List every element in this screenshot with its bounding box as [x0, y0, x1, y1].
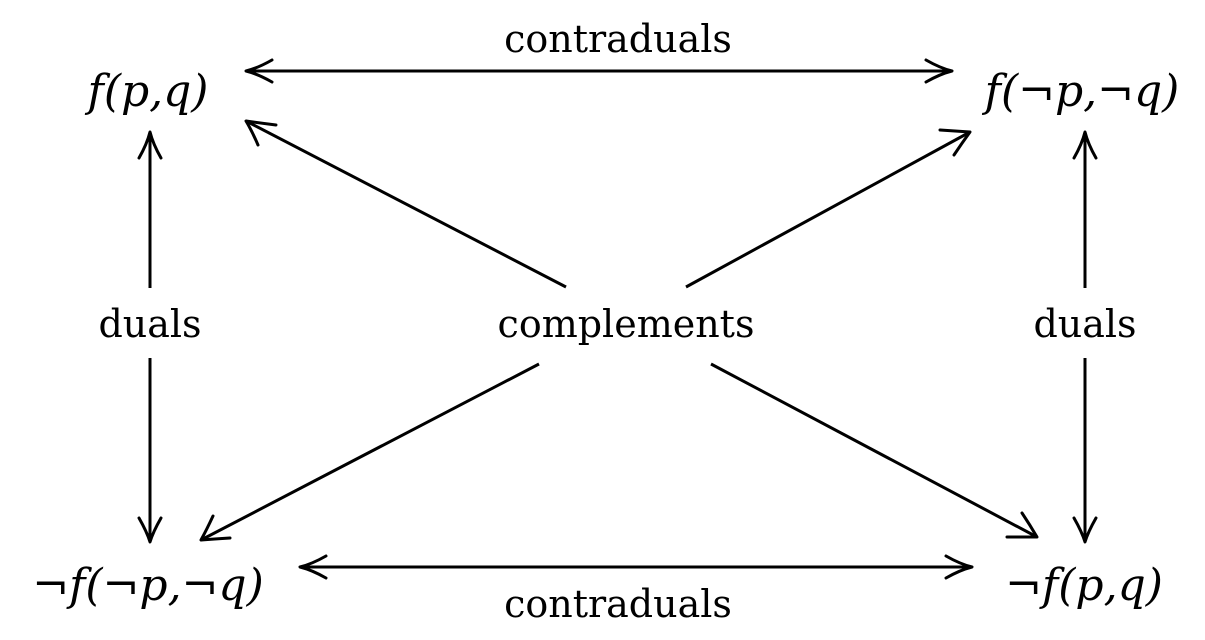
label-contraduals-bottom: contraduals [504, 582, 732, 626]
node-bottom-right: ¬f(p,q) [1005, 560, 1163, 611]
label-complements: complements [498, 302, 755, 346]
edge-duals-right [1072, 130, 1098, 544]
edge-contraduals-bottom [298, 554, 974, 580]
edge-complements-to-top-left [244, 119, 567, 289]
edge-duals-left [137, 130, 163, 544]
node-top-left: f(p,q) [85, 66, 209, 117]
label-duals-left: duals [98, 302, 201, 346]
edge-complements-to-bottom-right [710, 362, 1039, 539]
label-duals-right: duals [1033, 302, 1136, 346]
node-top-right: f(¬p,¬q) [982, 66, 1180, 117]
node-bottom-left: ¬f(¬p,¬q) [32, 560, 264, 611]
label-contraduals-top: contraduals [504, 17, 732, 61]
edge-complements-to-top-right [685, 128, 972, 289]
edge-contraduals-top [244, 58, 954, 84]
edge-complements-to-bottom-left [199, 362, 540, 542]
